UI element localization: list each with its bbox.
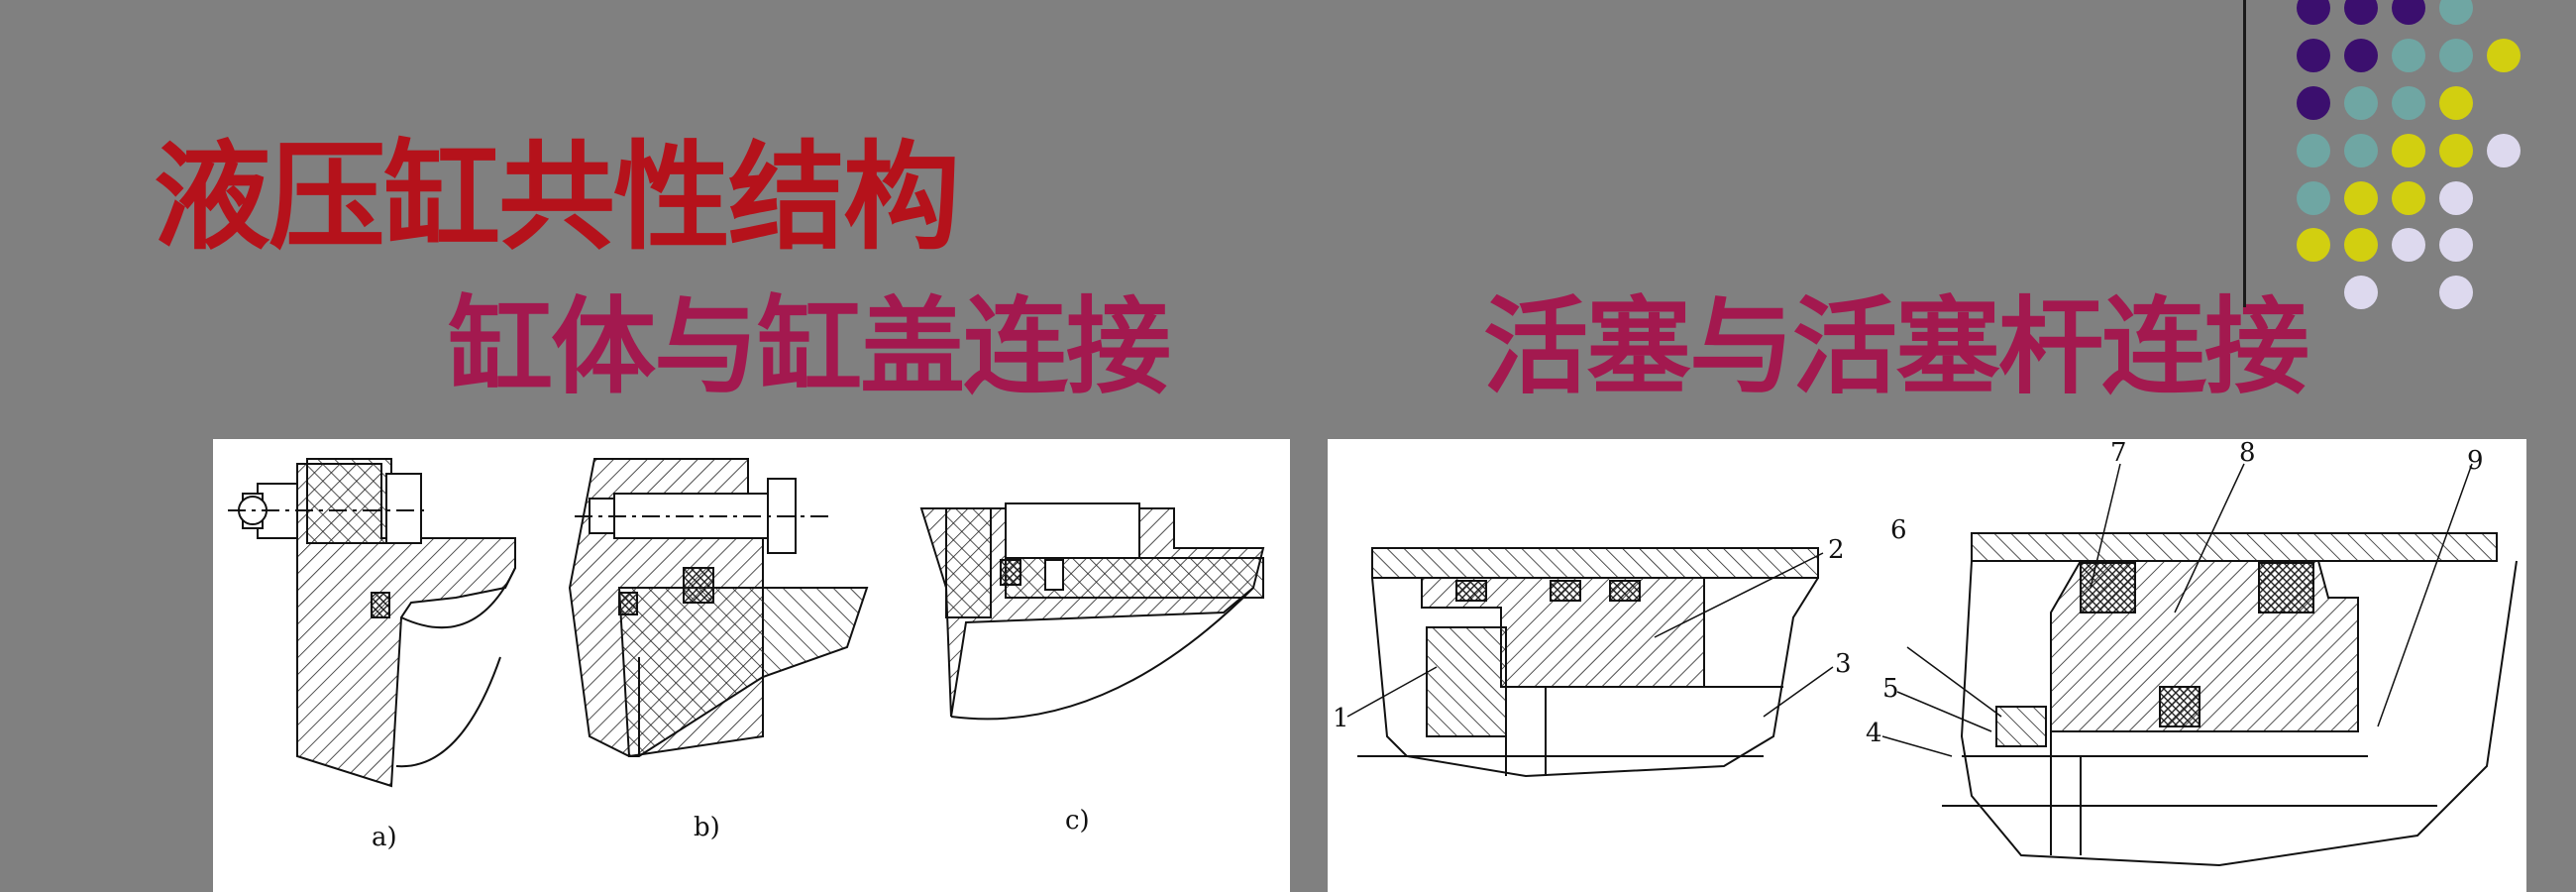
subtitle-piston-rod-connection: 活塞与活塞杆连接 xyxy=(1483,286,2309,408)
decorative-dot xyxy=(2439,0,2473,25)
cylinder-cap-connection-drawing: a) b) c) xyxy=(213,439,1290,892)
part-label-7: 7 xyxy=(2110,439,2127,468)
piston-assembly-left xyxy=(1357,547,1819,778)
decorative-dot xyxy=(2392,181,2425,215)
decorative-dot xyxy=(2297,86,2330,120)
decorative-dot xyxy=(2344,228,2378,262)
part-label-2: 2 xyxy=(1828,535,1845,565)
decorative-dot xyxy=(2344,0,2378,25)
part-label-8: 8 xyxy=(2239,439,2256,468)
part-label-6: 6 xyxy=(1890,515,1907,545)
decorative-dot xyxy=(2439,39,2473,72)
part-label-3: 3 xyxy=(1835,649,1852,679)
leader-lines xyxy=(1346,463,2473,757)
decorative-dot xyxy=(2439,86,2473,120)
decorative-dot xyxy=(2344,134,2378,167)
part-label-5: 5 xyxy=(1882,674,1899,704)
decorative-dot xyxy=(2439,228,2473,262)
cylinder-cap-drawing-svg: a) b) c) xyxy=(228,458,1265,852)
figure-b-label: b) xyxy=(694,813,720,842)
decorative-dot xyxy=(2344,86,2378,120)
decorative-dot xyxy=(2297,181,2330,215)
part-label-1: 1 xyxy=(1333,704,1349,733)
slide-title: 液压缸共性结构 xyxy=(154,129,960,266)
piston-rod-drawing-svg: 1 2 3 4 5 6 7 8 9 xyxy=(1333,439,2518,867)
decorative-dot xyxy=(2297,228,2330,262)
decorative-dot xyxy=(2344,39,2378,72)
piston-rod-connection-drawing: 1 2 3 4 5 6 7 8 9 xyxy=(1328,439,2526,892)
figure-a-label: a) xyxy=(372,823,397,852)
decorative-dot xyxy=(2392,0,2425,25)
figure-b xyxy=(568,458,869,758)
decorative-dot xyxy=(2439,181,2473,215)
decorative-vertical-line xyxy=(2243,0,2246,307)
decorative-dot xyxy=(2487,134,2521,167)
decorative-dot xyxy=(2297,134,2330,167)
decorative-dot xyxy=(2297,39,2330,72)
piston-assembly-right xyxy=(1942,532,2518,867)
subtitle-cylinder-cap-connection: 缸体与缸盖连接 xyxy=(448,286,1171,408)
figure-c xyxy=(919,502,1265,721)
part-label-4: 4 xyxy=(1866,719,1882,748)
decorative-dot xyxy=(2487,39,2521,72)
decorative-dot xyxy=(2344,181,2378,215)
decorative-dot xyxy=(2439,134,2473,167)
decorative-dot xyxy=(2439,276,2473,309)
decorative-dot xyxy=(2344,276,2378,309)
decorative-dot xyxy=(2297,0,2330,25)
decorative-dot xyxy=(2392,228,2425,262)
decorative-dot xyxy=(2392,86,2425,120)
figure-a xyxy=(228,458,516,788)
decorative-dot xyxy=(2392,39,2425,72)
figure-c-label: c) xyxy=(1065,806,1090,836)
decorative-dot xyxy=(2392,134,2425,167)
part-label-9: 9 xyxy=(2467,446,2484,476)
